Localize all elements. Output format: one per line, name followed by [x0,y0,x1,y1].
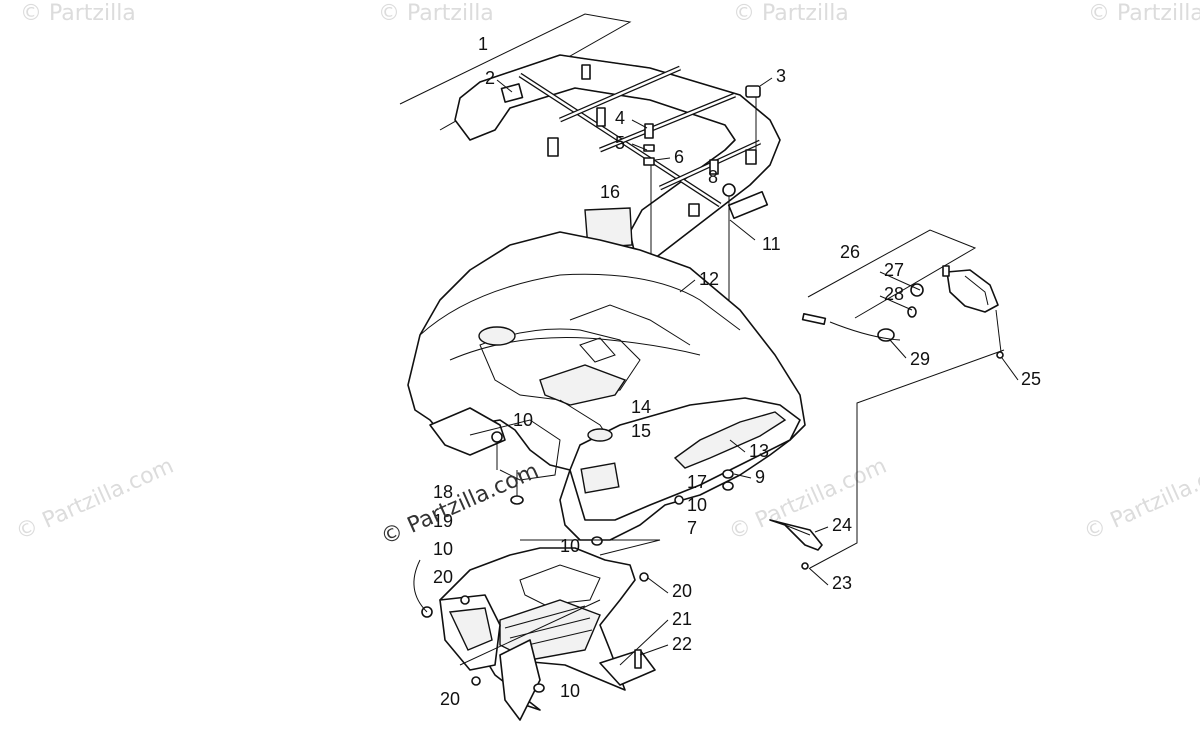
callout-10: 10 [560,536,580,556]
callout-20: 20 [433,567,453,587]
bracket-24 [769,349,1005,570]
callout-26: 26 [840,242,860,262]
callout-10: 10 [513,410,533,430]
callout-21: 21 [672,609,692,629]
rear-fender [407,231,806,541]
callout-19: 19 [433,511,453,531]
footwell-hardware [413,559,656,693]
callout-labels: 1 2 3 4 5 6 8 16 11 26 27 28 12 29 25 10… [433,34,1041,709]
watermark: © Partzilla.com [1080,454,1200,546]
decal-16 [584,207,633,249]
callout-17: 17 [687,472,707,492]
callout-9: 9 [755,467,765,487]
callout-24: 24 [832,515,852,535]
callout-23: 23 [832,573,852,593]
callout-8: 8 [708,167,718,187]
callout-11: 11 [762,234,781,254]
callout-2: 2 [485,68,495,88]
callout-7: 7 [687,518,697,538]
callout-27: 27 [884,260,904,280]
callout-15: 15 [631,421,651,441]
callout-20: 20 [440,689,460,709]
callout-28: 28 [884,284,904,304]
callout-5: 5 [615,133,625,153]
leader-lines [496,77,1019,666]
callout-10: 10 [687,495,707,515]
callout-20: 20 [672,581,692,601]
callout-10: 10 [560,681,580,701]
callout-18: 18 [433,482,453,502]
callout-16: 16 [600,182,620,202]
watermark: © Partzilla.com [12,454,177,546]
callout-13: 13 [749,441,769,461]
callout-29: 29 [910,349,930,369]
callout-3: 3 [776,66,786,86]
callout-22: 22 [672,634,692,654]
callout-14: 14 [631,397,651,417]
callout-12: 12 [699,269,719,289]
callout-10: 10 [433,539,453,559]
fender-hardware [491,431,734,546]
callout-25: 25 [1021,369,1041,389]
footwell [439,539,661,721]
callout-1: 1 [478,34,488,54]
watermark: © Partzilla [20,1,136,26]
watermark: © Partzilla [1088,1,1200,26]
callout-4: 4 [615,108,625,128]
tail-light-assembly [801,229,1004,359]
watermark: © Partzilla [378,1,494,26]
callout-6: 6 [674,147,684,167]
watermark: © Partzilla [733,1,849,26]
rear-rack-assembly [399,13,781,263]
